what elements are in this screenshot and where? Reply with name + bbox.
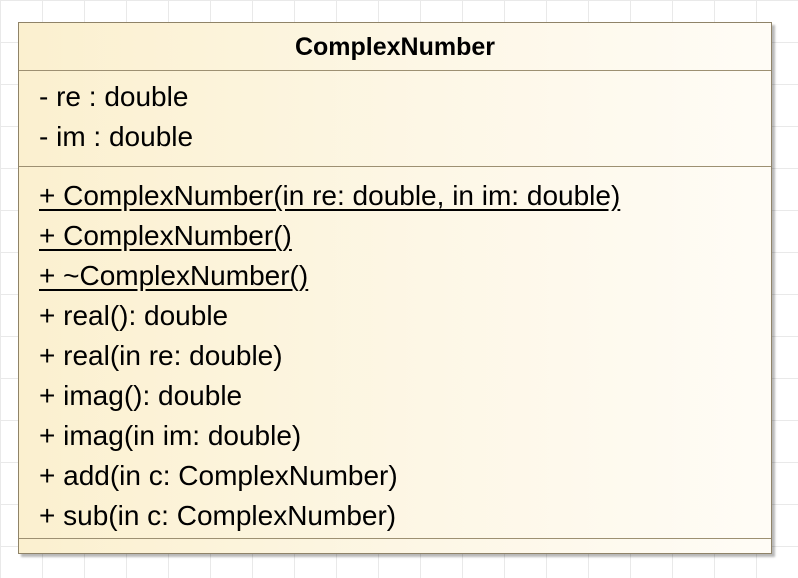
operation-sub: + sub(in c: ComplexNumber) <box>39 500 397 531</box>
operation-imag-setter: + imag(in im: double) <box>39 420 302 451</box>
attribute-re: - re : double <box>39 81 189 112</box>
operation-add: + add(in c: ComplexNumber) <box>39 460 398 491</box>
operation-destructor: + ~ComplexNumber() <box>39 260 309 291</box>
uml-class-box[interactable]: ComplexNumber - re : double - im : doubl… <box>18 22 772 554</box>
operation-imag-getter: + imag(): double <box>39 380 243 411</box>
operation-default-constructor: + ComplexNumber() <box>39 220 292 251</box>
class-name: ComplexNumber <box>294 33 496 61</box>
class-name-compartment: ComplexNumber <box>19 23 771 71</box>
attributes-compartment: - re : double - im : double <box>19 71 771 167</box>
operation-constructor-with-params: + ComplexNumber(in re: double, in im: do… <box>39 180 621 211</box>
operations-compartment: + ComplexNumber(in re: double, in im: do… <box>19 167 771 539</box>
operation-real-setter: + real(in re: double) <box>39 340 283 371</box>
operation-real-getter: + real(): double <box>39 300 229 331</box>
attribute-im: - im : double <box>39 121 194 152</box>
